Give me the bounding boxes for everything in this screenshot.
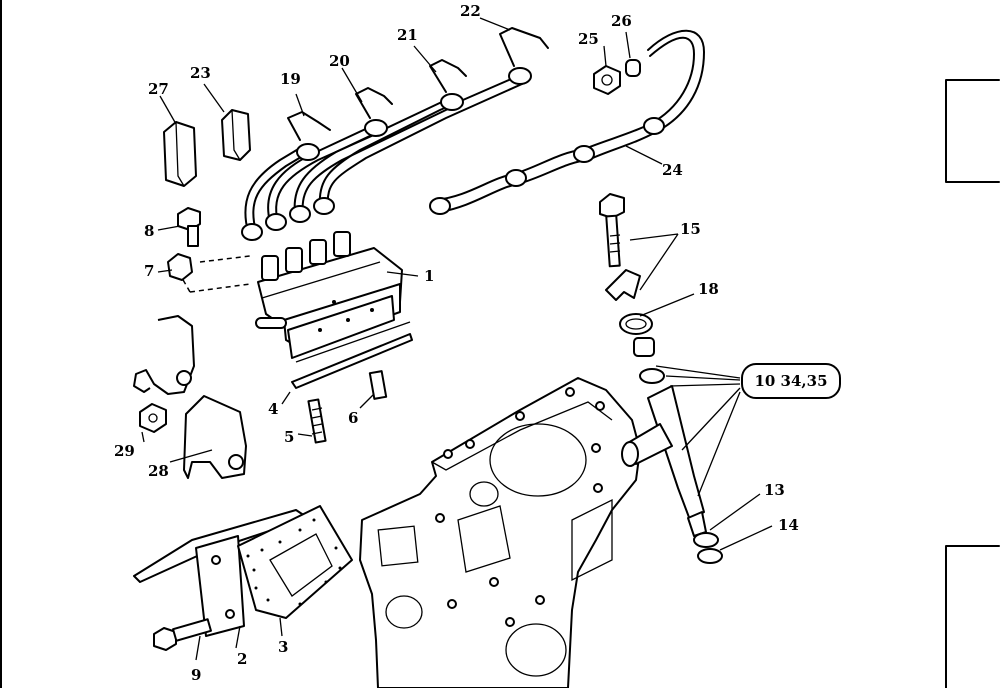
callout-1: 1 [424,267,434,285]
callout-6: 6 [348,409,358,427]
callout-9: 9 [191,666,201,684]
callout-13: 13 [764,481,785,499]
callout-21: 21 [397,26,418,44]
callout-2: 2 [237,650,247,668]
support-brackets [133,315,247,479]
cylinder-block [359,377,641,688]
injector-assembly [599,193,723,564]
callout-5: 5 [284,428,294,446]
callout-18: 18 [698,280,719,298]
callout-3: 3 [278,638,288,656]
nut-29 [139,403,167,433]
gasket-stud-dowel [291,333,413,444]
callout-7: 7 [144,262,154,280]
leader-lines [141,17,773,661]
callout-25: 25 [578,30,599,48]
callout-4: 4 [268,400,278,418]
reference-box: 10 34,35 [741,363,841,399]
callout-22: 22 [460,2,481,20]
clamp-pads [163,109,251,187]
callout-19: 19 [280,70,301,88]
leak-off-pipe [429,29,705,215]
callout-14: 14 [778,516,799,534]
callout-20: 20 [329,52,350,70]
callout-labels: 1 2 3 4 5 6 7 8 9 13 14 15 18 19 20 21 2… [114,2,799,684]
callout-27: 27 [148,80,169,98]
injection-pump [181,231,411,363]
reference-box-text: 10 34,35 [754,372,827,390]
callout-24: 24 [662,161,683,179]
mounting-bracket-assembly [133,505,353,651]
nut-and-washer [593,59,641,95]
bolt-and-nut [167,207,201,281]
callout-23: 23 [190,64,211,82]
callout-29: 29 [114,442,135,460]
callout-26: 26 [611,12,632,30]
injection-pipes [241,27,549,241]
callout-8: 8 [144,222,154,240]
callout-15: 15 [680,220,701,238]
callout-28: 28 [148,462,169,480]
